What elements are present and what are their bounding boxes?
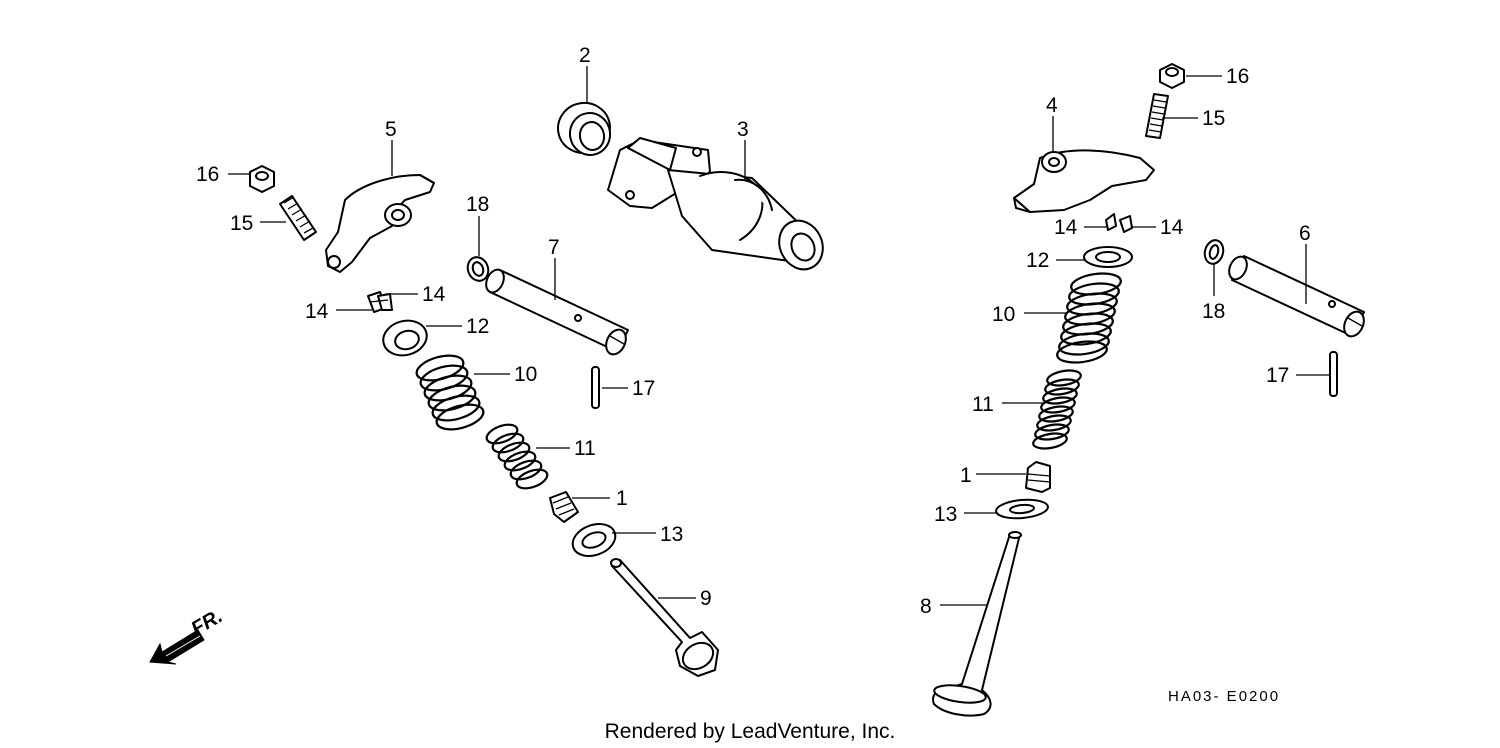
callout-16-right: 16 — [1226, 65, 1249, 88]
callout-7: 7 — [548, 236, 560, 259]
part-9-valve-left[interactable] — [610, 558, 719, 677]
callout-6-right: 6 — [1299, 222, 1311, 245]
part-4-rocker-arm-right[interactable] — [1013, 149, 1155, 213]
callout-14b-right: 14 — [1160, 216, 1184, 239]
part-18-o-ring-right[interactable] — [1202, 238, 1226, 266]
callout-18-right: 18 — [1202, 300, 1225, 323]
callout-16: 16 — [196, 163, 219, 186]
part-8-valve-right[interactable] — [932, 531, 1022, 717]
part-14-valve-cotter-left[interactable] — [367, 291, 393, 313]
part-15-adjusting-screw-left[interactable] — [279, 195, 317, 241]
callout-12: 12 — [466, 315, 489, 338]
callout-15: 15 — [230, 212, 253, 235]
callout-11-right: 11 — [972, 393, 994, 416]
callout-1: 1 — [616, 487, 628, 510]
callouts-right: 16 15 4 14 14 12 6 10 18 17 11 1 13 8 — [920, 65, 1311, 618]
leader-lines-right — [940, 75, 1330, 606]
part-13-spring-seat-left[interactable] — [568, 518, 620, 561]
callout-12-right: 12 — [1026, 249, 1049, 272]
callout-14a: 14 — [305, 300, 329, 323]
callout-17: 17 — [632, 377, 655, 400]
part-11-inner-valve-spring-left[interactable] — [484, 421, 550, 492]
part-6-rocker-shaft-right[interactable] — [1226, 254, 1368, 340]
callout-9: 9 — [700, 587, 712, 610]
part-2-cam-bearing[interactable] — [554, 99, 614, 158]
part-1-stem-seal-right[interactable] — [1025, 461, 1051, 493]
part-14-valve-cotter-right[interactable] — [1105, 213, 1133, 233]
part-17-dowel-pin-left[interactable] — [591, 366, 600, 409]
part-12-spring-retainer-left[interactable] — [379, 316, 430, 360]
callout-2: 2 — [579, 44, 591, 67]
front-direction-indicator: FR. — [149, 605, 226, 665]
callout-10: 10 — [514, 363, 537, 386]
callout-1-right: 1 — [960, 464, 972, 487]
part-18-o-ring-left[interactable] — [464, 254, 491, 283]
leader-lines-left — [228, 66, 746, 599]
part-11-inner-valve-spring-right[interactable] — [1032, 368, 1082, 451]
front-arrow-icon — [149, 629, 205, 665]
part-12-spring-retainer-right[interactable] — [1083, 246, 1133, 268]
part-5-rocker-arm[interactable] — [325, 174, 435, 273]
callout-8-right: 8 — [920, 595, 932, 618]
render-credit: Rendered by LeadVenture, Inc. — [605, 720, 896, 743]
callout-13-right: 13 — [934, 503, 957, 526]
callout-18: 18 — [466, 193, 489, 216]
callout-17-right: 17 — [1266, 364, 1289, 387]
part-16-nut-left[interactable] — [249, 165, 275, 193]
part-13-spring-seat-right[interactable] — [995, 498, 1049, 520]
callout-3: 3 — [737, 118, 749, 141]
part-15-adjusting-screw-right[interactable] — [1145, 93, 1169, 139]
callout-14b: 14 — [422, 283, 446, 306]
part-17-dowel-pin-right[interactable] — [1329, 351, 1338, 397]
part-3-camshaft[interactable] — [607, 137, 831, 277]
part-10-outer-valve-spring-right[interactable] — [1056, 271, 1122, 366]
callout-14a-right: 14 — [1054, 216, 1078, 239]
callouts-left: 2 3 5 16 15 18 7 14 14 12 10 17 11 1 13 … — [196, 44, 749, 610]
part-7-rocker-shaft-left[interactable] — [483, 267, 630, 358]
callout-10-right: 10 — [992, 303, 1015, 326]
callout-13: 13 — [660, 523, 683, 546]
callout-4-right: 4 — [1046, 94, 1058, 117]
part-1-stem-seal-left[interactable] — [549, 491, 579, 523]
callout-11: 11 — [574, 437, 596, 460]
part-10-outer-valve-spring-left[interactable] — [414, 351, 486, 434]
reference-code: HA03- E0200 — [1168, 688, 1280, 705]
part-16-nut-right[interactable] — [1159, 63, 1185, 89]
callout-5: 5 — [385, 118, 397, 141]
callout-15-right: 15 — [1202, 107, 1225, 130]
